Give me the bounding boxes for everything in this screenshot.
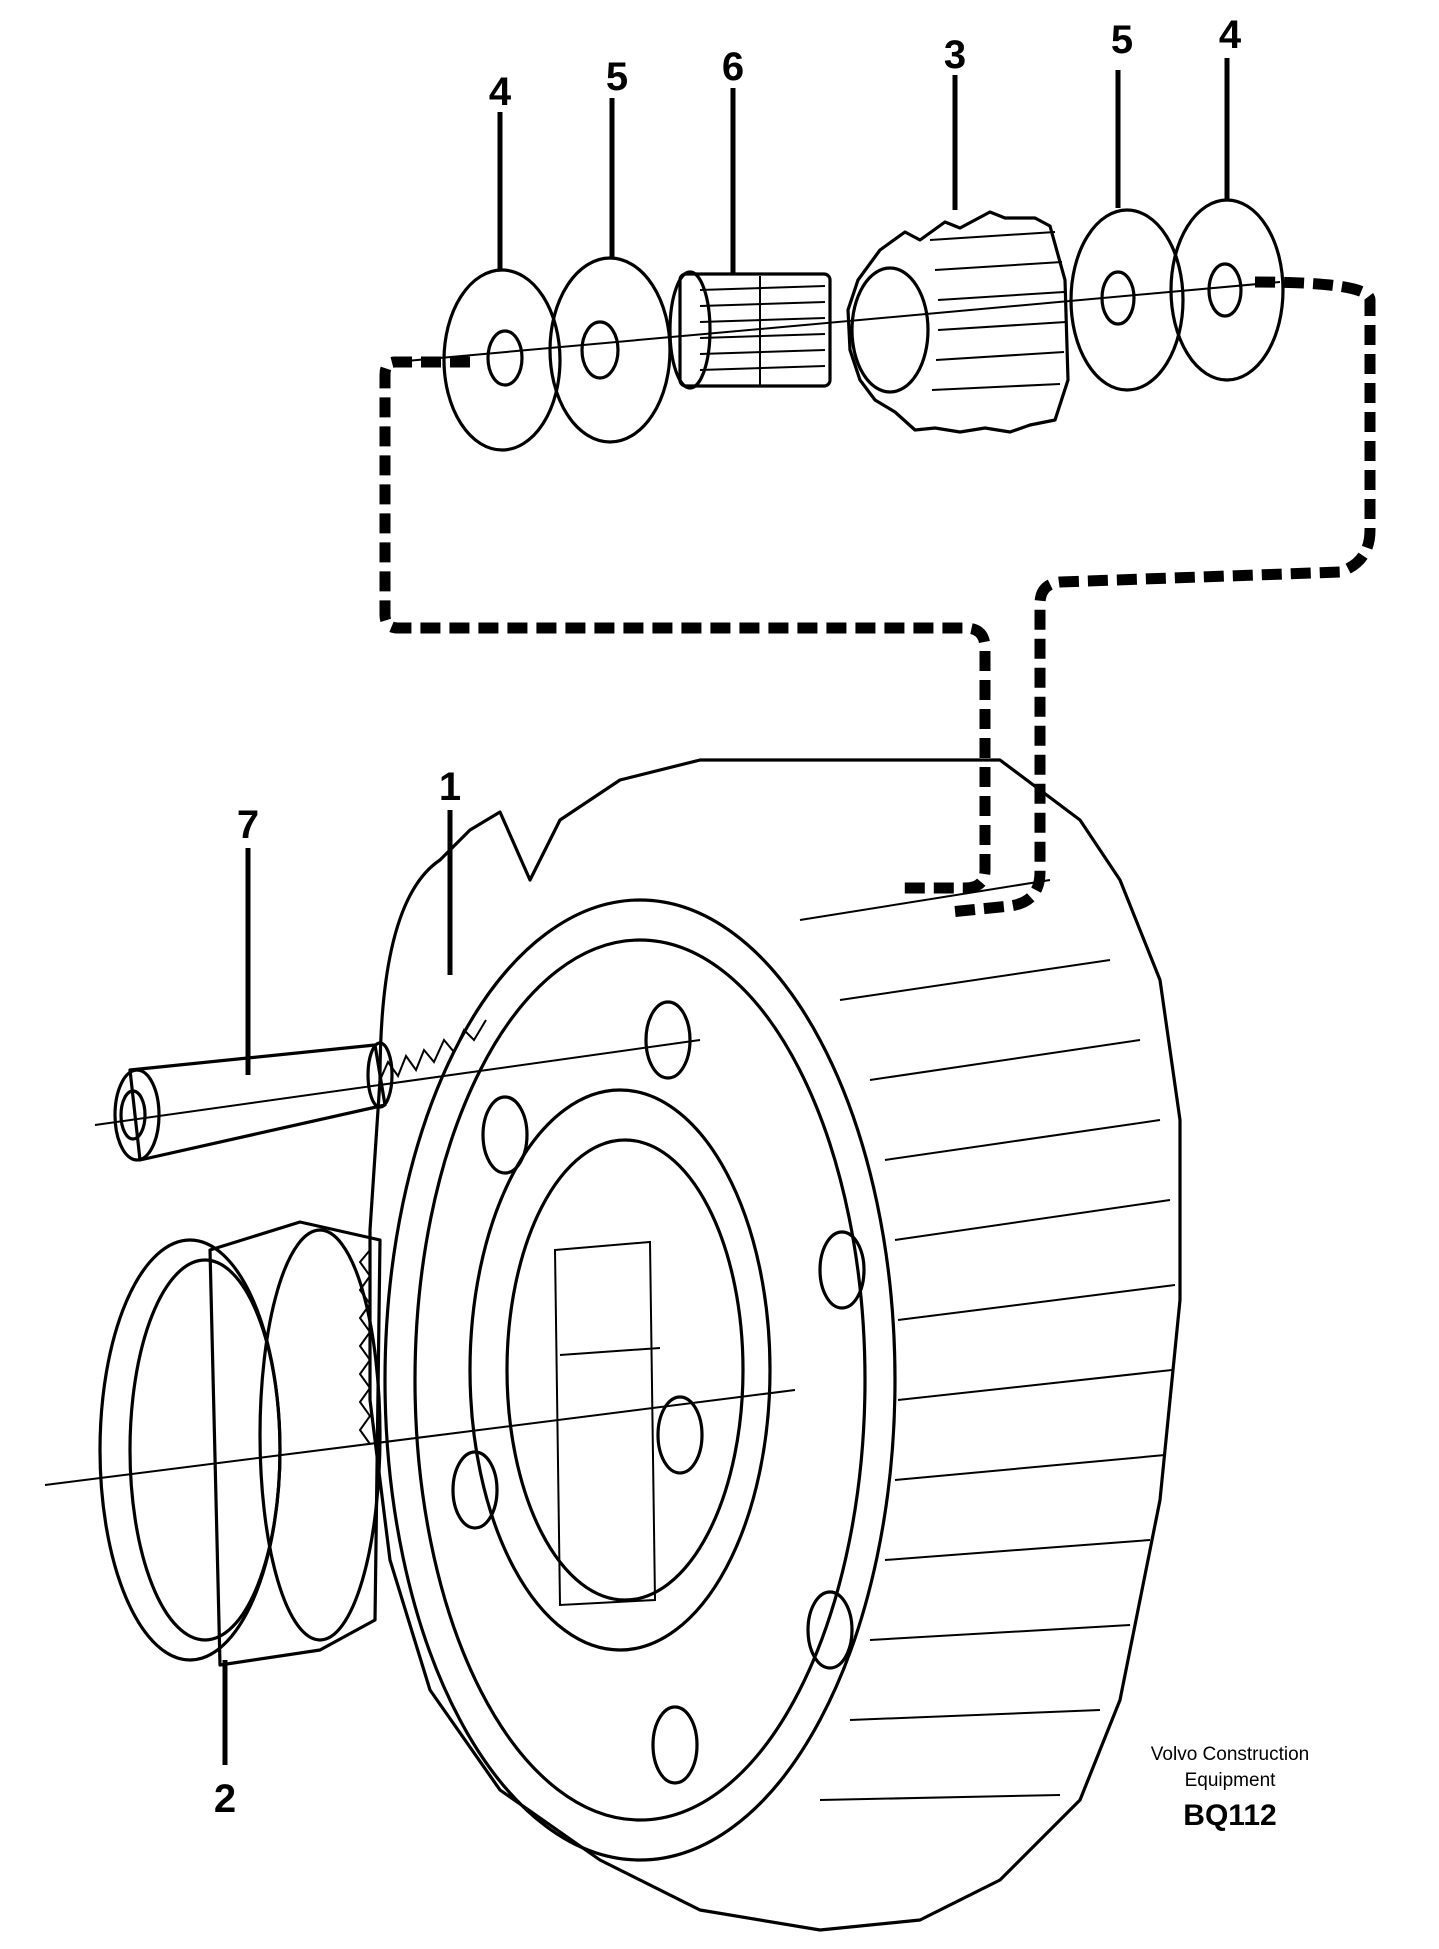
planet-gear <box>846 210 1070 434</box>
callout-5-right: 5 <box>1111 18 1133 62</box>
gear-teeth-lines <box>929 231 1067 391</box>
needle-bearing <box>668 270 832 390</box>
leader-lines <box>222 58 1230 1765</box>
callout-1: 1 <box>439 765 461 809</box>
bearing-ring <box>44 1220 796 1667</box>
spacer-left <box>548 256 672 444</box>
spacer-right <box>1069 208 1185 392</box>
top-axis-line <box>394 281 1281 363</box>
callout-4-right: 4 <box>1219 13 1242 57</box>
planet-shaft <box>94 1039 701 1162</box>
ring-gear-teeth <box>799 879 1176 1801</box>
carrier-bolt-holes <box>451 1000 866 1785</box>
callout-2: 2 <box>214 1777 236 1821</box>
planet-carrier-gear <box>358 758 1182 1932</box>
drawing-code: BQ112 <box>1183 1799 1276 1832</box>
assembly-path-left <box>379 356 991 894</box>
callout-4-left: 4 <box>489 70 512 114</box>
callout-3: 3 <box>944 33 966 77</box>
credit-line-2: Equipment <box>1185 1770 1277 1791</box>
callout-7: 7 <box>237 803 259 847</box>
credit-line-1: Volvo Construction <box>1151 1744 1309 1765</box>
bearing-needles <box>699 276 826 385</box>
callout-5-left: 5 <box>606 55 628 99</box>
assembly-path-right <box>949 276 1376 918</box>
callout-6: 6 <box>722 45 744 89</box>
